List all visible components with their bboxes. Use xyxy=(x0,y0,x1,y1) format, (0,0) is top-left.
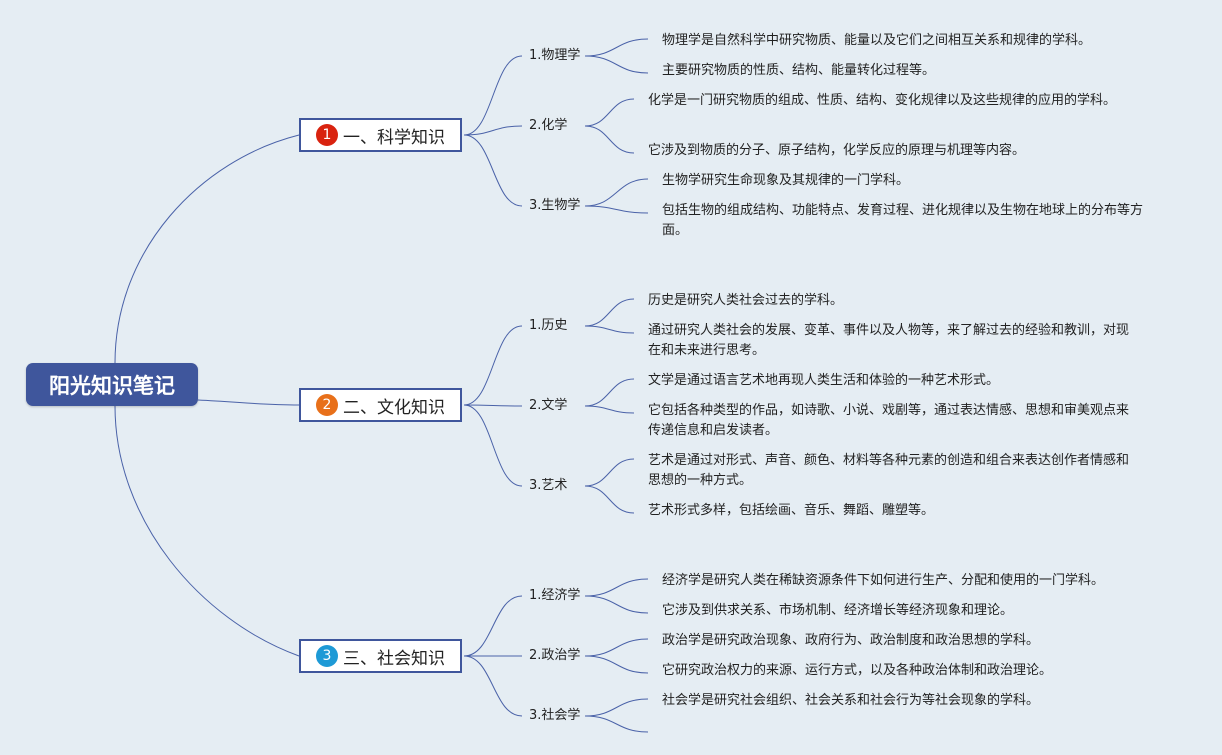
root-connector xyxy=(114,134,300,364)
subtopic-node[interactable]: 1.物理学 xyxy=(529,48,581,63)
subtopic-node[interactable]: 3.社会学 xyxy=(529,708,581,723)
branch-label: 三、社会知识 xyxy=(343,648,445,669)
leaf-connector xyxy=(584,38,649,57)
leaf-note[interactable]: 社会学是研究社会组织、社会关系和社会行为等社会现象的学科。 xyxy=(662,693,1040,708)
leaf-connector xyxy=(584,205,649,214)
leaf-note[interactable]: 生物学研究生命现象及其规律的一门学科。 xyxy=(662,173,910,188)
leaf-note[interactable]: 它涉及到供求关系、市场机制、经济增长等经济现象和理论。 xyxy=(662,603,1014,618)
leaf-note[interactable]: 艺术是通过对形式、声音、颜色、材料等各种元素的创造和组合来表达创作者情感和思想的… xyxy=(648,453,1130,488)
leaf-note[interactable]: 历史是研究人类社会过去的学科。 xyxy=(648,293,844,308)
leaf-connector xyxy=(584,55,649,74)
leaf-connector xyxy=(584,405,635,414)
subtopic-node[interactable]: 3.生物学 xyxy=(529,198,581,213)
leaf-connector xyxy=(584,325,635,334)
leaf-connector xyxy=(584,485,635,514)
leaf-note[interactable]: 艺术形式多样，包括绘画、音乐、舞蹈、雕塑等。 xyxy=(648,503,935,518)
leaf-connector xyxy=(584,298,635,327)
leaf-note[interactable]: 通过研究人类社会的发展、变革、事件以及人物等，来了解过去的经验和教训，对现在和未… xyxy=(648,323,1130,358)
branch-label: 二、文化知识 xyxy=(343,397,445,418)
branch-connector xyxy=(463,404,523,487)
leaf-connector xyxy=(584,578,649,597)
leaf-connector xyxy=(584,98,635,127)
branch-connector xyxy=(463,134,523,207)
branch-label: 一、科学知识 xyxy=(343,127,445,148)
leaf-note[interactable]: 它研究政治权力的来源、运行方式，以及各种政治体制和政治理论。 xyxy=(662,663,1053,678)
subtopic-node[interactable]: 1.历史 xyxy=(529,318,568,333)
subtopic-node[interactable]: 2.文学 xyxy=(529,398,568,413)
leaf-note[interactable]: 政治学是研究政治现象、政府行为、政治制度和政治思想的学科。 xyxy=(662,633,1040,648)
leaf-connector xyxy=(584,125,635,154)
leaf-note[interactable]: 它涉及到物质的分子、原子结构，化学反应的原理与机理等内容。 xyxy=(648,143,1026,158)
branch-connector xyxy=(463,125,523,136)
leaf-connector xyxy=(584,698,649,717)
branch-connector xyxy=(463,655,523,717)
leaf-connector xyxy=(584,655,649,674)
leaf-connector xyxy=(584,458,635,487)
number-badge-icon: 2 xyxy=(316,394,338,416)
leaf-note[interactable]: 包括生物的组成结构、功能特点、发育过程、进化规律以及生物在地球上的分布等方面。 xyxy=(662,203,1144,238)
leaf-note[interactable]: 主要研究物质的性质、结构、能量转化过程等。 xyxy=(662,63,936,78)
leaf-connector xyxy=(584,638,649,657)
leaf-note[interactable]: 经济学是研究人类在稀缺资源条件下如何进行生产、分配和使用的一门学科。 xyxy=(662,573,1105,588)
leaf-note[interactable]: 它包括各种类型的作品，如诗歌、小说、戏剧等，通过表达情感、思想和审美观点来传递信… xyxy=(648,403,1130,438)
number-badge-icon: 3 xyxy=(316,645,338,667)
subtopic-node[interactable]: 2.化学 xyxy=(529,118,568,133)
root-node[interactable]: 阳光知识笔记 xyxy=(26,363,198,406)
number-badge-icon: 1 xyxy=(316,124,338,146)
subtopic-node[interactable]: 3.艺术 xyxy=(529,478,568,493)
leaf-note[interactable]: 物理学是自然科学中研究物质、能量以及它们之间相互关系和规律的学科。 xyxy=(662,33,1092,48)
leaf-connector xyxy=(584,595,649,614)
leaf-note[interactable]: 化学是一门研究物质的组成、性质、结构、变化规律以及这些规律的应用的学科。 xyxy=(648,93,1117,108)
leaf-note[interactable]: 文学是通过语言艺术地再现人类生活和体验的一种艺术形式。 xyxy=(648,373,1000,388)
leaf-connector xyxy=(584,715,649,733)
leaf-connector xyxy=(584,378,635,407)
branch-connector xyxy=(463,55,523,136)
root-connector xyxy=(197,399,300,406)
branch-connector xyxy=(463,325,523,406)
subtopic-node[interactable]: 2.政治学 xyxy=(529,648,581,663)
root-connector xyxy=(114,405,300,657)
subtopic-node[interactable]: 1.经济学 xyxy=(529,588,581,603)
branch-connector xyxy=(463,595,523,657)
branch-connector xyxy=(463,404,523,407)
leaf-connector xyxy=(584,178,649,207)
